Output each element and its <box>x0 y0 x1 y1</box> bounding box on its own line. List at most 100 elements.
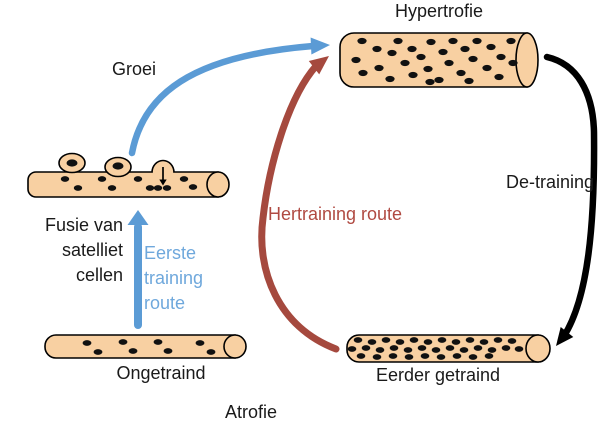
myonucleus-dot <box>496 53 506 61</box>
myonucleus-dot <box>381 337 391 343</box>
myonucleus-dot <box>153 185 163 191</box>
eerste-training-route-label: Eerste training route <box>144 243 204 313</box>
ongetraind-fiber <box>44 334 247 359</box>
satelliet-fiber-body <box>27 171 219 198</box>
hypertrofie-fiber-endcap <box>515 32 539 88</box>
hypertrofie-nuclei <box>351 37 518 86</box>
eerder-getraind-fiber <box>346 334 551 363</box>
myonucleus-dot <box>459 347 469 353</box>
myonucleus-dot <box>82 340 92 346</box>
myonucleus-dot <box>97 176 107 182</box>
satelliet-fiber <box>27 152 230 198</box>
myonucleus-dot <box>493 337 503 343</box>
myonucleus-dot <box>400 59 410 67</box>
myonucleus-dot <box>465 337 475 343</box>
de-training-arrow-shaft <box>543 53 598 340</box>
hypertrofie-fiber <box>339 32 539 88</box>
myonucleus-dot <box>438 48 448 56</box>
myonucleus-dot <box>468 354 478 360</box>
myonucleus-dot <box>372 354 382 360</box>
myonucleus-dot <box>393 37 403 45</box>
myonucleus-dot <box>374 64 384 72</box>
myonucleus-dot <box>353 337 363 343</box>
ongetraind-nuclei <box>82 339 216 355</box>
myonucleus-dot <box>162 185 172 191</box>
myonucleus-dot <box>456 69 466 77</box>
hertraining-arrowhead <box>308 56 329 75</box>
myonucleus-dot <box>163 348 173 354</box>
myonucleus-dot <box>452 353 462 359</box>
myonucleus-dot <box>195 340 205 346</box>
atrofie-label: Atrofie <box>224 402 278 422</box>
de-training-arrowhead <box>556 327 574 346</box>
de-training-label: De-training <box>505 172 594 192</box>
myonucleus-dot <box>416 53 426 61</box>
myonucleus-dot <box>408 71 418 79</box>
satellite-cell-nucleus <box>112 162 124 170</box>
ongetraind-fiber-endcap <box>223 334 247 359</box>
myonucleus-dot <box>128 348 138 354</box>
eerder-getraind-nuclei <box>347 337 524 360</box>
myonucleus-dot <box>460 45 470 53</box>
eerder-getraind-fiber-endcap <box>525 334 551 363</box>
myonucleus-dot <box>375 347 385 353</box>
myonucleus-dot <box>423 339 433 345</box>
myonucleus-dot <box>484 353 494 359</box>
myonucleus-dot <box>464 77 474 85</box>
myonucleus-dot <box>494 73 504 81</box>
myonucleus-dot <box>514 346 524 352</box>
hertraining-arrow-shaft <box>258 62 340 353</box>
myonucleus-dot <box>188 184 198 190</box>
groei-arrow-shaft <box>128 42 317 157</box>
myonucleus-dot <box>468 55 478 63</box>
myonucleus-dot <box>445 345 455 351</box>
myonucleus-dot <box>118 339 128 345</box>
hypertrofie-label: Hypertrofie <box>394 1 484 21</box>
myonucleus-dot <box>508 59 518 67</box>
myonucleus-dot <box>486 43 496 51</box>
myonucleus-dot <box>145 185 155 191</box>
myonucleus-dot <box>426 38 436 46</box>
groei-arrow <box>128 37 330 157</box>
fusing-satellite-bump <box>151 159 175 173</box>
fusie-satelliet-label: Fusie van satelliet cellen <box>44 215 123 285</box>
myonucleus-dot <box>407 45 417 53</box>
myonucleus-dot <box>385 75 395 83</box>
groei-arrowhead <box>310 37 330 55</box>
myonucleus-dot <box>420 353 430 359</box>
myonucleus-dot <box>436 354 446 360</box>
myonucleus-dot <box>367 339 377 345</box>
myonucleus-dot <box>206 349 216 355</box>
hertraining-arrow <box>258 56 340 353</box>
myonucleus-dot <box>501 345 511 351</box>
hypertrofie-fiber-body <box>339 32 528 88</box>
myonucleus-dot <box>431 347 441 353</box>
myonucleus-dot <box>351 56 361 64</box>
myonucleus-dot <box>434 76 444 84</box>
myonucleus-dot <box>472 37 482 45</box>
satellite-cell-nucleus <box>66 159 78 167</box>
eerste-training-arrow <box>127 210 149 329</box>
myonucleus-dot <box>506 37 516 45</box>
ongetraind-label: Ongetraind <box>116 363 206 383</box>
eerder-getraind-label: Eerder getraind <box>375 365 501 385</box>
myonucleus-dot <box>358 69 368 77</box>
myonucleus-dot <box>107 185 117 191</box>
myonucleus-dot <box>179 176 189 182</box>
myonucleus-dot <box>395 339 405 345</box>
myonucleus-dot <box>423 65 433 73</box>
myonucleus-dot <box>372 45 382 53</box>
myonucleus-dot <box>448 37 458 45</box>
myonucleus-dot <box>487 347 497 353</box>
myonucleus-dot <box>73 185 83 191</box>
myonucleus-dot <box>133 176 143 182</box>
myonucleus-dot <box>444 59 454 67</box>
myonucleus-dot <box>425 78 435 86</box>
groei-label: Groei <box>112 59 157 79</box>
myonucleus-dot <box>473 345 483 351</box>
myonucleus-dot <box>388 353 398 359</box>
myonucleus-dot <box>404 354 414 360</box>
myonucleus-dot <box>387 49 397 57</box>
